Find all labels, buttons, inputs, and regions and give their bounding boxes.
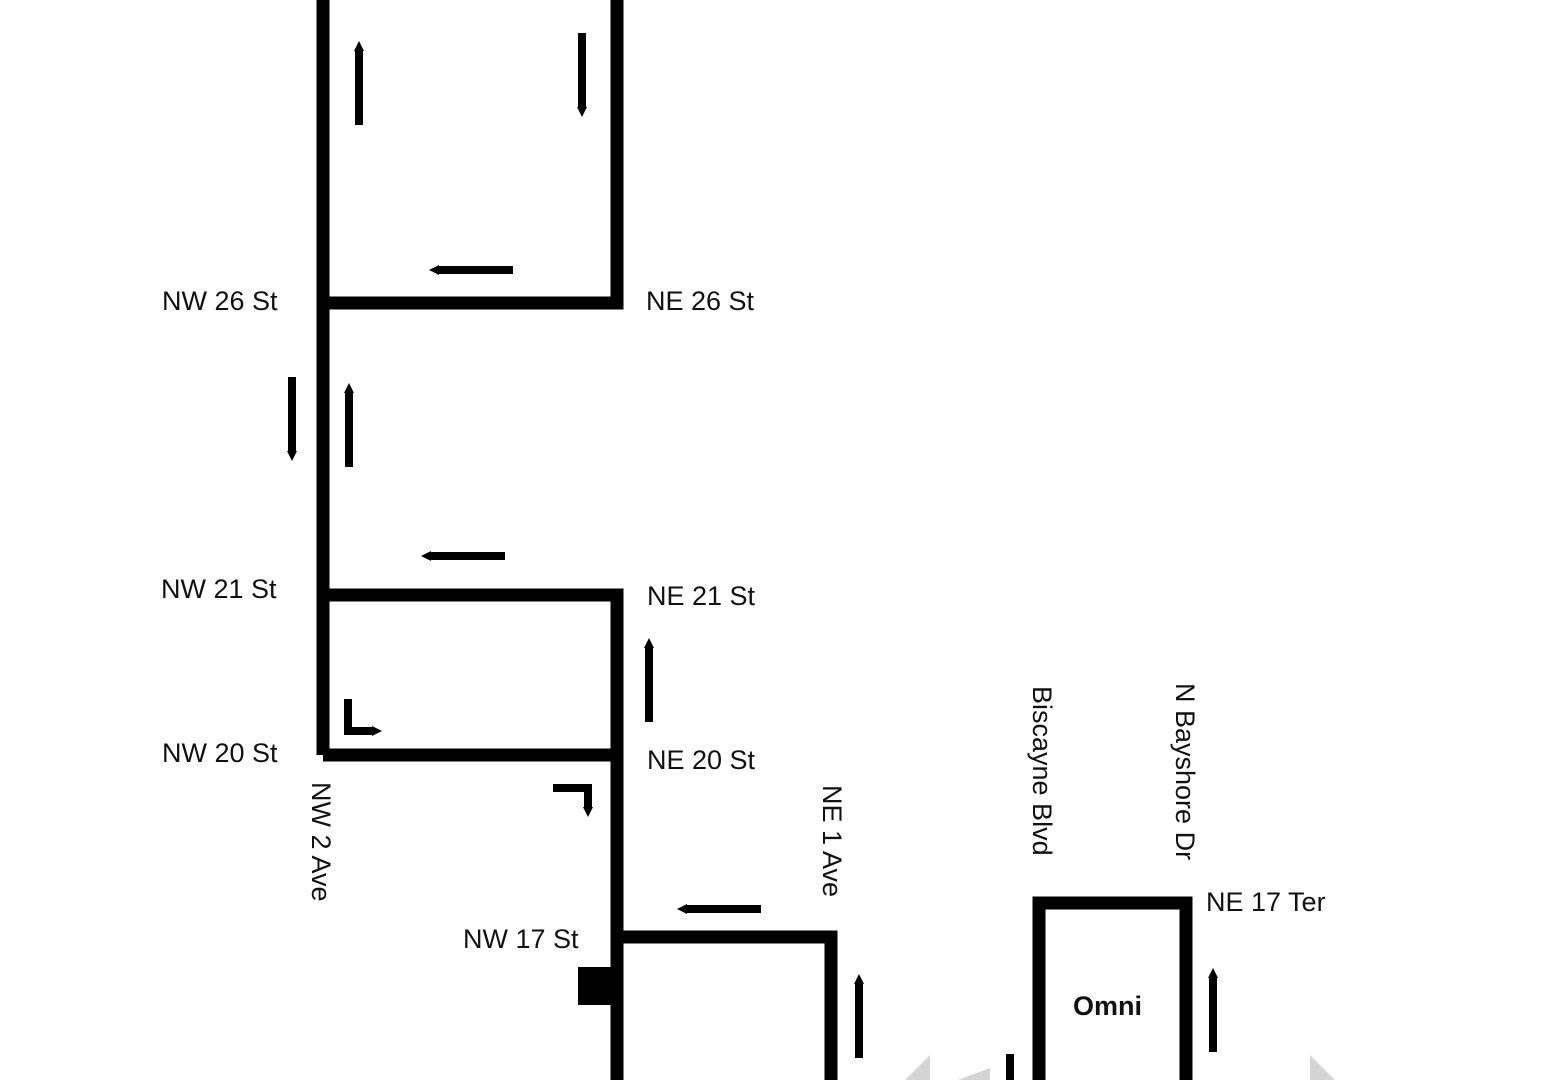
label-nw-20-st: NW 20 St: [162, 738, 278, 768]
turn-arrow-icon: [344, 699, 382, 736]
route-loop-21-20: [323, 588, 624, 762]
label-nw-21-st: NW 21 St: [161, 574, 277, 604]
faint-background-marks: [905, 1055, 1335, 1080]
bus-stop-icon: [578, 967, 611, 1005]
route-loop-17: [617, 930, 838, 1080]
route-omni-loop: [1032, 896, 1193, 1080]
direction-arrows: [287, 33, 1218, 1058]
label-n-bayshore-dr: N Bayshore Dr: [1170, 683, 1200, 861]
landmark-omni: Omni: [1073, 991, 1143, 1021]
tick-mark: [1006, 1054, 1014, 1080]
label-ne-1-ave: NE 1 Ave: [817, 785, 847, 898]
label-ne-17-ter: NE 17 Ter: [1206, 887, 1326, 917]
route-loop-north: [316, 0, 624, 310]
label-nw-2-ave: NW 2 Ave: [306, 782, 336, 902]
label-ne-26-st: NE 26 St: [646, 286, 755, 316]
turn-arrow-icon: [553, 784, 593, 817]
label-biscayne-blvd: Biscayne Blvd: [1027, 686, 1057, 856]
route-lines: [316, 0, 1193, 1080]
label-nw-26-st: NW 26 St: [162, 286, 278, 316]
label-nw-17-st: NW 17 St: [463, 924, 579, 954]
label-ne-20-st: NE 20 St: [647, 745, 756, 775]
label-ne-21-st: NE 21 St: [647, 581, 756, 611]
